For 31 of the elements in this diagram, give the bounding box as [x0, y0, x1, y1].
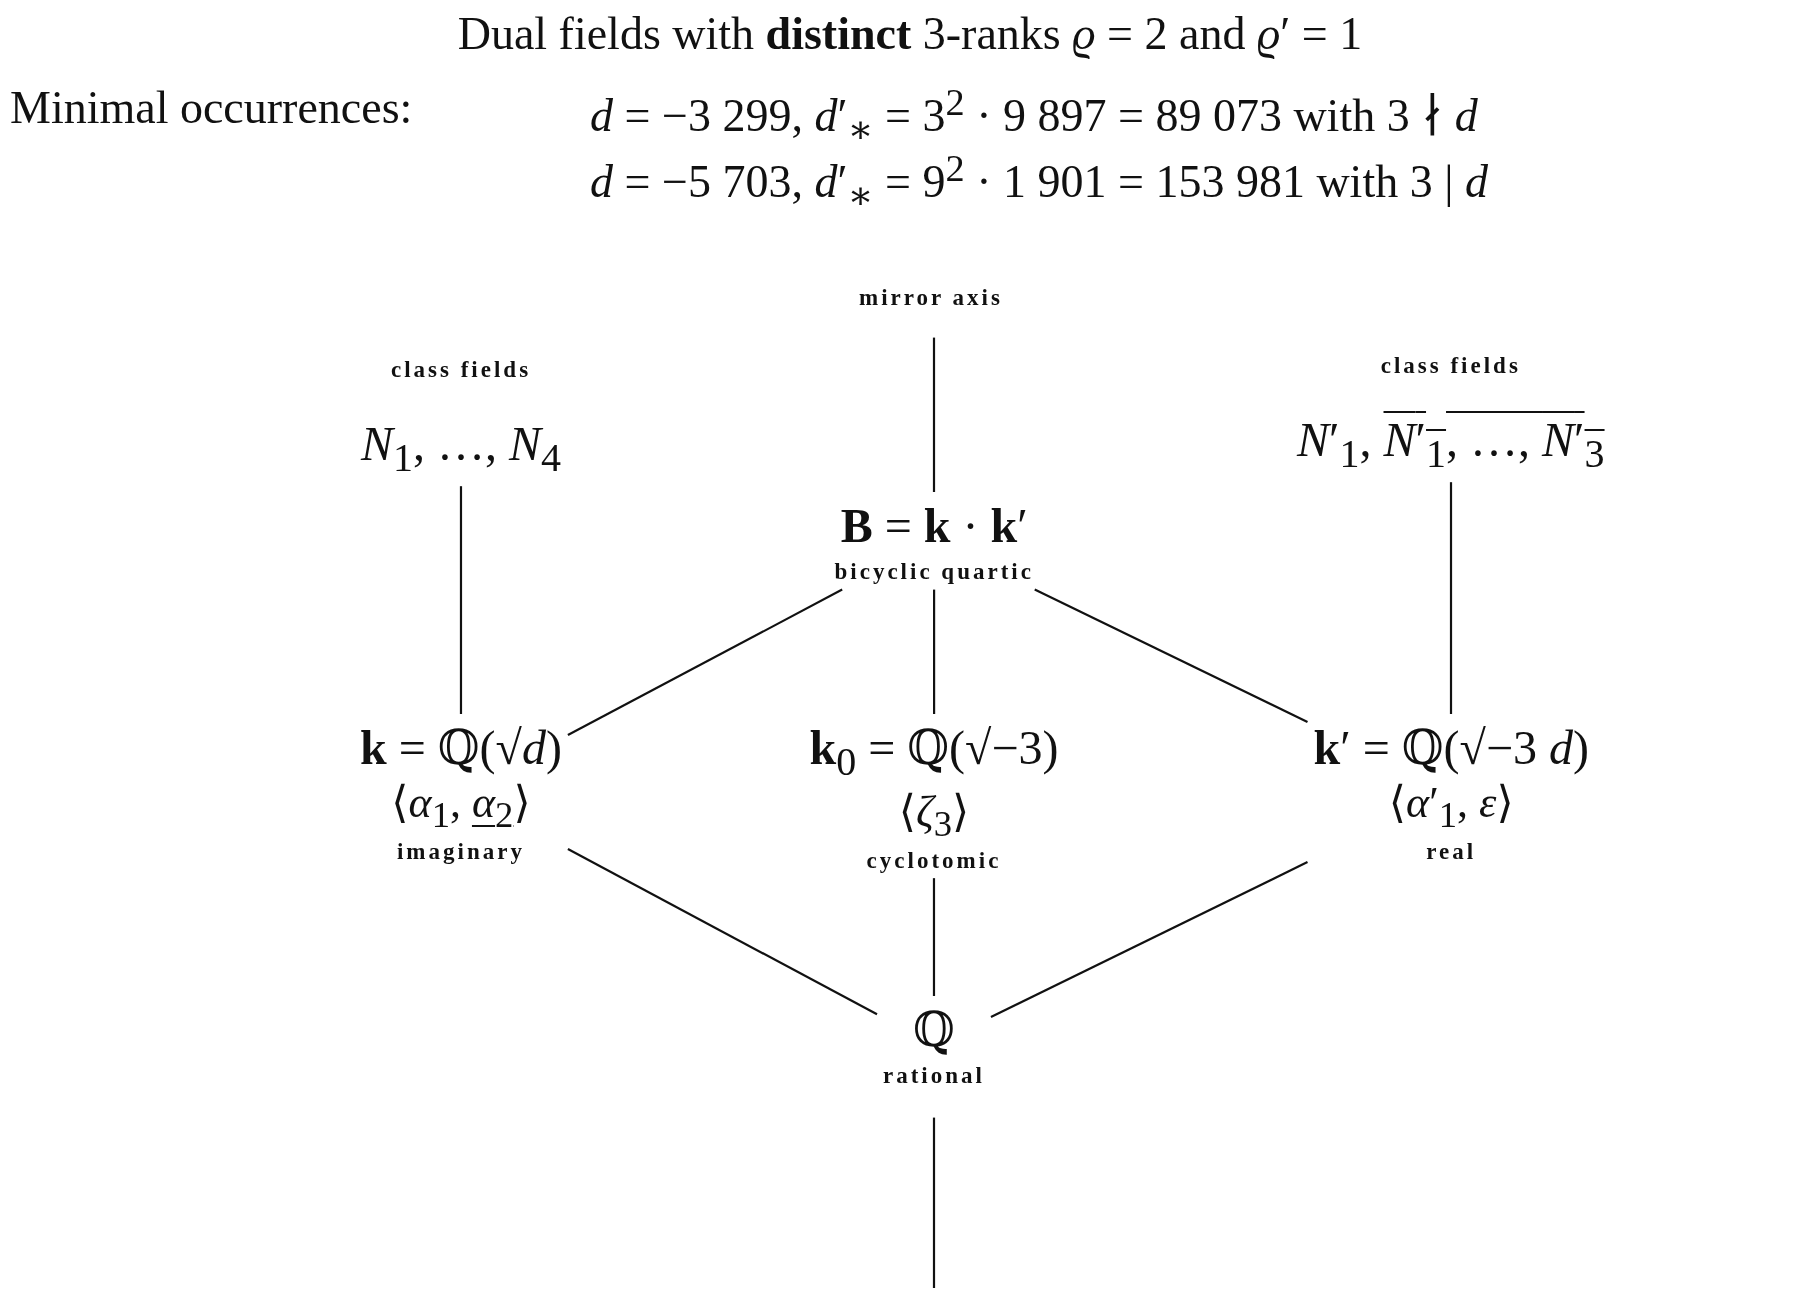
field-formula: N′$_{1}$,: [1297, 411, 1372, 478]
field-caption: bicyclic quartic: [834, 558, 1034, 586]
generator-text: ⟩: [513, 778, 531, 829]
field-formula: N$_{1}$, …, N$_{4}$: [361, 415, 562, 482]
field-formula: N′$_{1}$, …, N′$_{3}$: [1383, 411, 1605, 478]
field-formula: ℚ: [913, 1002, 955, 1058]
field-formula: k$_{0}$ = ℚ(√−3): [809, 720, 1059, 786]
generator-text: ⟨α′$_{1}$, ε⟩: [1388, 778, 1514, 836]
field-caption: imaginary: [396, 837, 525, 866]
extension-line: [459, 486, 463, 714]
generator-text: ⟨ζ$_{3}$⟩: [898, 786, 970, 845]
diagram-title: Dual fields with distinct 3-ranks ϱ = 2 and ϱ′ = 1: [456, 7, 1364, 61]
occurrences-heading: Minimal occurrences:: [10, 81, 413, 135]
extension-line: [567, 588, 843, 737]
extension-line: [932, 878, 936, 996]
extension-line: [990, 861, 1308, 1018]
extension-line: [1034, 588, 1308, 723]
field-caption: class fields: [1380, 352, 1521, 380]
field-formula: k = ℚ(√d): [360, 720, 562, 777]
generator-text: α$_{2}$: [471, 778, 514, 836]
field-caption: cyclotomic: [866, 846, 1002, 875]
axis-label: mirror axis: [859, 284, 1003, 312]
extension-line: [567, 848, 878, 1016]
field-formula: k′ = ℚ(√−3 d): [1313, 720, 1589, 777]
field-formula: B = k · k′: [840, 498, 1028, 554]
extension-line: [1449, 482, 1453, 714]
generator-text: ⟨α$_{1}$,: [391, 778, 461, 836]
extension-line: [933, 589, 936, 714]
field-caption: rational: [883, 1062, 985, 1090]
field-caption: real: [1426, 837, 1477, 866]
field-caption: class fields: [390, 356, 532, 384]
